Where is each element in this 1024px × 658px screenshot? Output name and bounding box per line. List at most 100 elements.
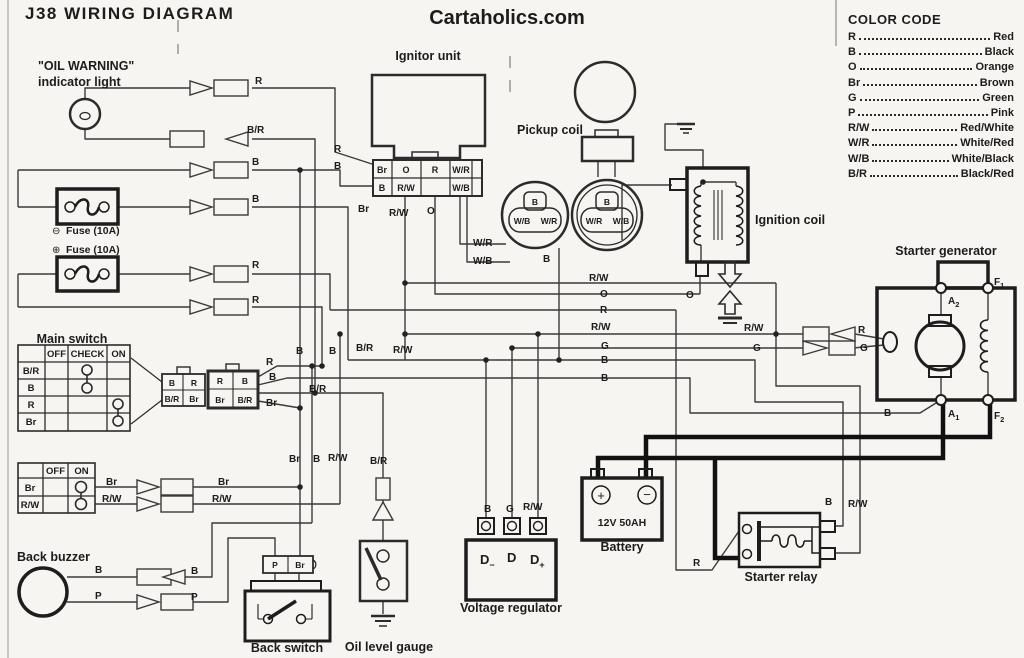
svg-text:Br: Br [218,477,229,488]
fuse2-label: Fuse (10A) [66,244,120,256]
svg-text:B: B [296,346,303,357]
row-b: B [28,383,35,394]
svg-text:R: R [255,76,263,87]
dotted-leader [858,113,988,116]
svg-text:B: B [825,497,832,508]
dotted-leader [872,129,958,132]
ca-r: R [191,378,197,388]
terminal-d-minus-sub: − [489,560,494,570]
ignitor-label: Ignitor unit [395,49,461,63]
bullet-connectors [136,79,856,611]
cell-o: O [402,165,409,175]
svg-text:D+: D+ [530,552,545,570]
cell-r: R [432,165,439,175]
aux-on: ON [74,466,88,477]
pl-wr: W/R [541,216,558,226]
terminal-a2: A [948,296,955,307]
terminal-d-plus-sub: + [539,560,544,570]
back-connector [262,555,317,574]
terminal-a2-sub: 2 [955,300,959,309]
svg-text:R/W: R/W [523,502,543,513]
pickup-coil [500,60,644,252]
dotted-leader [872,159,949,162]
cell-wb: W/B [452,183,470,193]
wire-labels: R B/R B B R R R B Br R/W O W/R W/B B R B… [95,76,891,603]
cell-br: Br [377,165,387,175]
main-switch-table-text: OFF CHECK ON B/R B R Br [23,349,126,428]
svg-text:R: R [693,558,701,569]
svg-text:Br: Br [358,204,369,215]
ignitor-unit [370,73,487,197]
svg-text:B: B [601,373,608,384]
aux-switch-table-text: OFF ON Br R/W [21,466,89,511]
main-switch-connectors [161,363,260,410]
cb-brn: Br [215,395,225,405]
spark-plug-arrows [717,261,743,324]
terminal-f2: F [994,411,1000,422]
row-r: R [28,400,35,411]
svg-text:R/W: R/W [102,494,122,505]
svg-text:R: R [252,260,260,271]
svg-text:R/W: R/W [744,323,764,334]
svg-text:B/R: B/R [247,125,265,136]
svg-text:B: B [884,408,891,419]
pickup-connector-text: B W/B W/R B W/R W/B [514,197,630,226]
svg-text:B: B [191,566,198,577]
oil-level-gauge [358,539,409,627]
fuse2-symbol: ⊕ [52,245,60,256]
oil-gauge-label: Oil level gauge [345,640,433,654]
aux-row-br: Br [25,483,36,494]
svg-text:F1: F1 [994,277,1004,290]
battery-rating: 12V 50AH [598,517,646,529]
pr-b: B [604,197,610,207]
back-switch [243,580,332,643]
cell-rw: R/W [397,183,415,193]
oil-warning-label-1: "OIL WARNING" [38,59,134,73]
back-conn-br: Br [295,560,305,570]
regulator-terminals: D− D D+ [480,550,545,570]
cb-b: B [242,376,248,386]
svg-text:R/W: R/W [393,345,413,356]
svg-text:B: B [601,355,608,366]
main-switch-label: Main switch [37,332,108,346]
generator-label: Starter generator [895,244,997,258]
junction-dots [297,167,779,490]
svg-text:O: O [600,289,608,300]
svg-text:B/R: B/R [370,456,388,467]
svg-text:O: O [686,290,694,301]
fuse1-label: Fuse (10A) [66,225,120,237]
back-conn-p: P [272,560,278,570]
ca-brn: Br [189,394,199,404]
svg-text:G: G [601,341,609,352]
terminal-f2-sub: 2 [1000,415,1004,424]
svg-text:R: R [334,144,342,155]
svg-text:B: B [252,194,259,205]
svg-text:Br: Br [106,477,117,488]
svg-text:P: P [95,591,102,602]
svg-text:R/W: R/W [212,494,232,505]
pr-wb: W/B [613,216,630,226]
svg-text:A1: A1 [948,409,959,422]
relay-label: Starter relay [745,570,818,584]
svg-text:R: R [266,357,274,368]
svg-text:R: R [858,325,866,336]
pr-wr: W/R [586,216,603,226]
voltage-regulator [464,517,558,602]
dotted-leader [863,83,977,86]
buzzer-label: Back buzzer [17,550,90,564]
cb-r: R [217,376,223,386]
battery [580,468,664,542]
svg-text:B: B [329,346,336,357]
battery-label: Battery [600,540,643,554]
starter-relay [737,511,836,569]
fuse1-symbol: ⊖ [52,226,60,237]
